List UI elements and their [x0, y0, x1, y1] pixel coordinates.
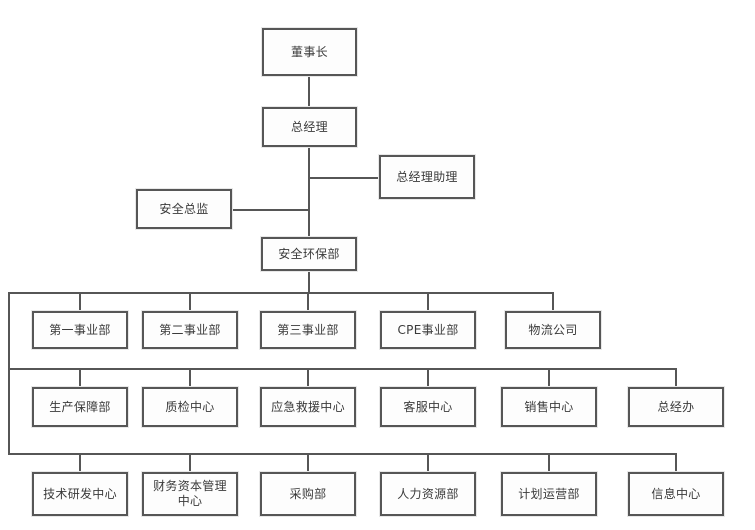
- drop-division-1: [79, 292, 81, 312]
- connector-chairman-to-gm: [308, 76, 310, 109]
- node-general-manager-office-label: 总经办: [657, 399, 695, 414]
- node-finance-capital-management-center-label: 财务资本管理中心: [153, 479, 227, 508]
- node-sales-center[interactable]: 销售中心: [501, 387, 597, 427]
- node-chairman-label: 董事长: [291, 44, 328, 59]
- node-production-support-dept[interactable]: 生产保障部: [32, 387, 128, 427]
- node-tech-rd-center-label: 技术研发中心: [43, 486, 117, 501]
- node-human-resources-dept[interactable]: 人力资源部: [380, 472, 476, 516]
- node-division-1[interactable]: 第一事业部: [32, 311, 128, 349]
- drop-logistics-company: [552, 292, 554, 312]
- node-chairman[interactable]: 董事长: [262, 28, 357, 76]
- connector-gm-to-assistant: [308, 177, 380, 179]
- node-general-manager[interactable]: 总经理: [262, 107, 357, 147]
- node-division-cpe[interactable]: CPE事业部: [380, 311, 476, 349]
- node-information-center-label: 信息中心: [651, 486, 701, 501]
- node-general-manager-office[interactable]: 总经办: [628, 387, 724, 427]
- node-emergency-rescue-center-label: 应急救援中心: [271, 399, 345, 414]
- node-safety-environment-dept[interactable]: 安全环保部: [261, 237, 357, 271]
- node-planning-operations-dept-label: 计划运营部: [518, 486, 580, 501]
- node-safety-director-label: 安全总监: [159, 201, 209, 216]
- connector-gm-to-safety-director: [231, 209, 310, 211]
- node-customer-service-center-label: 客服中心: [403, 399, 453, 414]
- drop-sales-center: [548, 368, 550, 388]
- drop-division-3: [307, 292, 309, 312]
- drop-division-2: [189, 292, 191, 312]
- node-gm-assistant[interactable]: 总经理助理: [379, 155, 475, 199]
- node-gm-assistant-label: 总经理助理: [396, 169, 458, 184]
- node-division-1-label: 第一事业部: [49, 322, 111, 337]
- connector-safety-dept-to-bus4: [308, 269, 310, 293]
- drop-production-support-dept: [79, 368, 81, 388]
- node-human-resources-dept-label: 人力资源部: [397, 486, 459, 501]
- node-division-2[interactable]: 第二事业部: [142, 311, 238, 349]
- node-general-manager-label: 总经理: [291, 119, 328, 134]
- node-quality-inspection-center-label: 质检中心: [165, 399, 215, 414]
- bus-level-7: [8, 453, 677, 455]
- node-safety-environment-dept-label: 安全环保部: [278, 246, 340, 261]
- node-procurement-dept[interactable]: 采购部: [260, 472, 356, 516]
- node-division-3-label: 第三事业部: [277, 322, 339, 337]
- node-tech-rd-center[interactable]: 技术研发中心: [32, 472, 128, 516]
- drop-finance-capital-management-center: [189, 453, 191, 473]
- node-finance-capital-management-center[interactable]: 财务资本管理中心: [142, 472, 238, 516]
- node-production-support-dept-label: 生产保障部: [49, 399, 111, 414]
- drop-human-resources-dept: [427, 453, 429, 473]
- drop-division-cpe: [427, 292, 429, 312]
- node-information-center[interactable]: 信息中心: [628, 472, 724, 516]
- node-sales-center-label: 销售中心: [524, 399, 574, 414]
- drop-general-manager-office: [675, 368, 677, 388]
- node-division-3[interactable]: 第三事业部: [260, 311, 356, 349]
- drop-planning-operations-dept: [548, 453, 550, 473]
- node-logistics-company-label: 物流公司: [528, 322, 578, 337]
- bus-level-5: [8, 292, 554, 294]
- node-logistics-company[interactable]: 物流公司: [505, 311, 601, 349]
- drop-quality-inspection-center: [189, 368, 191, 388]
- node-division-2-label: 第二事业部: [159, 322, 221, 337]
- connector-gm-spine: [308, 145, 310, 240]
- drop-information-center: [675, 453, 677, 473]
- node-safety-director[interactable]: 安全总监: [136, 189, 232, 229]
- node-procurement-dept-label: 采购部: [289, 486, 327, 501]
- left-spine: [8, 292, 10, 455]
- node-customer-service-center[interactable]: 客服中心: [380, 387, 476, 427]
- bus-level-6: [8, 368, 677, 370]
- node-emergency-rescue-center[interactable]: 应急救援中心: [260, 387, 356, 427]
- drop-emergency-rescue-center: [307, 368, 309, 388]
- drop-procurement-dept: [307, 453, 309, 473]
- node-planning-operations-dept[interactable]: 计划运营部: [501, 472, 597, 516]
- node-quality-inspection-center[interactable]: 质检中心: [142, 387, 238, 427]
- drop-tech-rd-center: [79, 453, 81, 473]
- drop-customer-service-center: [427, 368, 429, 388]
- node-division-cpe-label: CPE事业部: [397, 322, 459, 337]
